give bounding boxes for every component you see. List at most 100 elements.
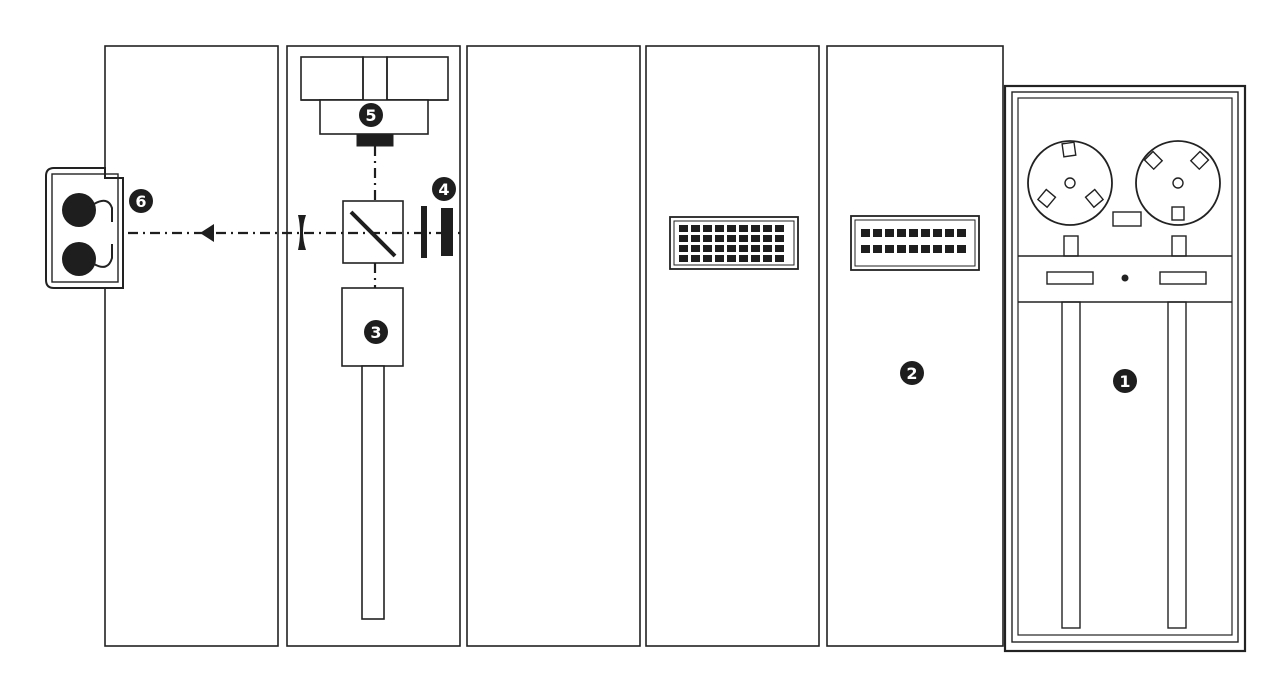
indicator-lamp [945, 229, 954, 237]
indicator-lamp [897, 229, 906, 237]
indicator-lamp [909, 245, 918, 253]
beam-lens-icon [298, 215, 306, 250]
callout-6: 6 [129, 189, 153, 213]
indicator-lamps-a [679, 225, 784, 262]
tape-guide-right [1171, 235, 1187, 257]
indicator-lamp [703, 245, 712, 252]
indicator-lamp [921, 245, 930, 253]
cabinet-panel-indicator-b [826, 45, 1004, 647]
indicator-grid-b [850, 215, 980, 271]
indicator-lamp [739, 255, 748, 262]
indicator-lamp [763, 245, 772, 252]
indicator-lamp [691, 255, 700, 262]
callout-1-label: 1 [1119, 372, 1130, 391]
detector-block [441, 208, 453, 256]
tape-guide-left [1063, 235, 1079, 257]
optic-top-box-right [386, 56, 449, 101]
indicator-lamp [763, 225, 772, 232]
tape-cabinet-frame [1011, 91, 1239, 643]
tape-cabinet-inner [1017, 97, 1233, 636]
indicator-lamp [763, 255, 772, 262]
callout-4: 4 [432, 177, 456, 201]
cabinet-panel-empty [104, 45, 279, 647]
indicator-lamp [945, 245, 954, 253]
light-source-stem [361, 365, 385, 620]
indicator-lamp [775, 245, 784, 252]
indicator-lamp [885, 229, 894, 237]
callout-5: 5 [359, 103, 383, 127]
indicator-lamp [703, 235, 712, 242]
indicator-lamp [691, 225, 700, 232]
indicator-lamp [957, 229, 966, 237]
detector-plate [421, 206, 427, 258]
indicator-lamp [861, 229, 870, 237]
tape-reel-right-icon [1135, 140, 1221, 226]
indicator-lamp [751, 225, 760, 232]
indicator-lamp [691, 245, 700, 252]
optic-lens-mount [356, 133, 394, 147]
indicator-lamp [933, 245, 942, 253]
callout-1: 1 [1113, 369, 1137, 393]
indicator-lamp [715, 255, 724, 262]
indicator-lamp [897, 245, 906, 253]
tape-cabinet-outer [1003, 84, 1247, 653]
indicator-lamp [691, 235, 700, 242]
indicator-lamp [957, 245, 966, 253]
cabinet-row [104, 45, 1004, 647]
indicator-lamp [715, 225, 724, 232]
indicator-lamp [727, 225, 736, 232]
indicator-lamp [739, 245, 748, 252]
indicator-lamp [739, 225, 748, 232]
indicator-lamp [909, 229, 918, 237]
cabinet-panel-indicator-a [645, 45, 820, 647]
indicator-lamp [873, 229, 882, 237]
callout-3-label: 3 [370, 323, 381, 342]
optic-top-box-left [300, 56, 364, 101]
callout-2: 2 [900, 361, 924, 385]
indicator-lamp [715, 245, 724, 252]
tape-drive-cabinet [1003, 84, 1247, 653]
indicator-lamp [751, 245, 760, 252]
tape-column-right [1167, 301, 1187, 629]
film-spool-bottom-icon [62, 242, 96, 276]
indicator-lamp [703, 225, 712, 232]
indicator-lamp [679, 225, 688, 232]
film-recorder-inner [51, 173, 119, 283]
film-spool-top-icon [62, 193, 96, 227]
optical-beam-paths [128, 146, 460, 288]
callout-6-label: 6 [135, 192, 146, 211]
film-path-bottom [93, 244, 113, 268]
indicator-lamp [715, 235, 724, 242]
indicator-lamp [703, 255, 712, 262]
indicator-lamp [727, 235, 736, 242]
indicator-lamp [921, 229, 930, 237]
callout-2-label: 2 [906, 364, 917, 383]
indicator-lamp [727, 255, 736, 262]
cabinet-panel-blank [466, 45, 641, 647]
indicator-grid-a [669, 216, 799, 270]
indicator-lamp [679, 235, 688, 242]
tape-head-block [1112, 211, 1142, 227]
indicator-lamp [763, 235, 772, 242]
indicator-lamp [679, 255, 688, 262]
indicator-lamp [775, 255, 784, 262]
indicator-lamp [775, 235, 784, 242]
indicator-lamp [751, 235, 760, 242]
callout-4-label: 4 [438, 180, 449, 199]
indicator-lamp [873, 245, 882, 253]
vacuum-column-left [1046, 271, 1094, 285]
callout-5-label: 5 [365, 106, 376, 125]
film-recorder [45, 167, 124, 289]
indicator-lamp [727, 245, 736, 252]
indicator-lamps-b [861, 229, 966, 253]
film-path-top [93, 199, 113, 222]
indicator-lamp [739, 235, 748, 242]
callout-3: 3 [364, 320, 388, 344]
tape-column-left [1061, 301, 1081, 629]
vacuum-column-right [1159, 271, 1207, 285]
indicator-lamp [679, 245, 688, 252]
indicator-lamp [885, 245, 894, 253]
indicator-lamp [751, 255, 760, 262]
